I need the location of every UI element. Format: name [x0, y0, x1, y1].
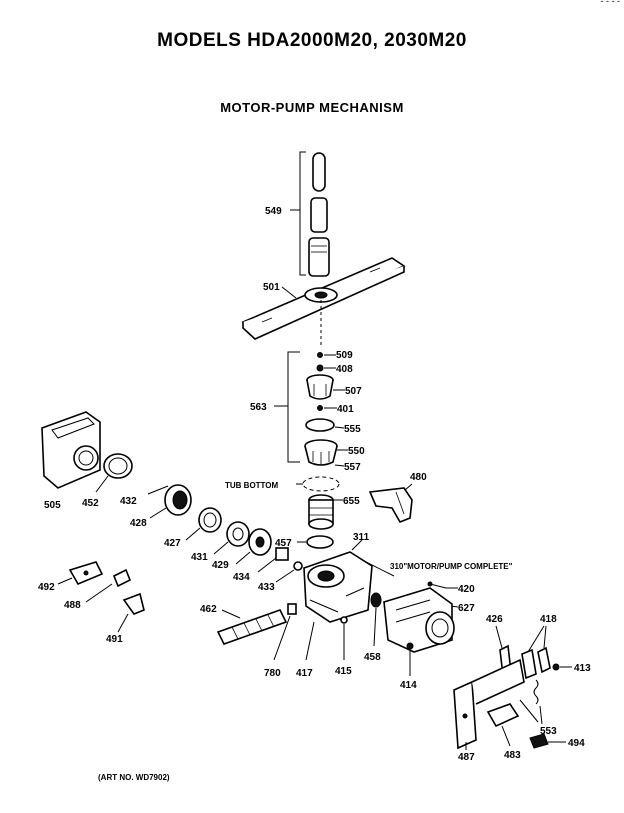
part-491-label: 491	[106, 634, 123, 645]
page-subtitle: MOTOR-PUMP MECHANISM	[220, 100, 404, 115]
part-428-label: 428	[130, 518, 147, 529]
part-505-label: 505	[44, 500, 61, 511]
part-507-label: 507	[345, 386, 362, 397]
part-429-label: 429	[212, 560, 229, 571]
part-434-label: 434	[233, 572, 250, 583]
corner-mark: - - - -	[600, 0, 621, 6]
art-number: (ART NO. WD7902)	[98, 773, 170, 782]
pump-housing-part	[304, 439, 338, 466]
part-550-label: 550	[348, 446, 365, 457]
chopper-part	[164, 484, 192, 516]
part-563-label: 563	[250, 402, 267, 413]
part-655-label: 655	[343, 496, 360, 507]
part-487-label: 487	[458, 752, 475, 763]
part-509-label: 509	[336, 350, 353, 361]
part-415-label: 415	[335, 666, 352, 677]
spray-arm-part	[241, 257, 406, 340]
part-553-label: 553	[540, 726, 557, 737]
mounting-bracket-part	[453, 658, 525, 750]
part-480-label: 480	[410, 472, 427, 483]
hose-462-part	[216, 609, 288, 645]
part-549-label: 549	[265, 206, 282, 217]
part-501-label: 501	[263, 282, 280, 293]
part-555-label: 555	[344, 424, 361, 435]
part-492-label: 492	[38, 582, 55, 593]
part-420-label: 420	[458, 584, 475, 595]
part-780-label: 780	[264, 668, 281, 679]
drain-adapter-part	[368, 487, 413, 524]
part-494-label: 494	[568, 738, 585, 749]
part-426-label: 426	[486, 614, 503, 625]
part-311-label: 311	[353, 532, 370, 543]
part-483-label: 483	[504, 750, 521, 761]
part-488-label: 488	[64, 600, 81, 611]
part-432-label: 432	[120, 496, 137, 507]
part-433-label: 433	[258, 582, 275, 593]
part-413-label: 413	[574, 663, 591, 674]
part-401-label: 401	[337, 404, 354, 415]
part-452-label: 452	[82, 498, 99, 509]
part-431-label: 431	[191, 552, 208, 563]
spray-tower-part	[308, 152, 330, 277]
page-title: MODELS HDA2000M20, 2030M20	[157, 30, 467, 51]
pump-shaft-housing-part	[308, 494, 334, 530]
tub-bottom-label: TUB BOTTOM	[225, 481, 279, 490]
motor-part	[383, 587, 455, 653]
part-418-label: 418	[540, 614, 557, 625]
part-627-label: 627	[458, 603, 475, 614]
part-408-label: 408	[336, 364, 353, 375]
part-462-label: 462	[200, 604, 217, 615]
bracket-492-part	[68, 561, 104, 586]
part-414-label: 414	[400, 680, 417, 691]
part-417-label: 417	[296, 668, 313, 679]
motor-pump-complete-label: 310"MOTOR/PUMP COMPLETE"	[390, 562, 513, 571]
part-557-label: 557	[344, 462, 361, 473]
part-427-label: 427	[164, 538, 181, 549]
part-457-label: 457	[275, 538, 292, 549]
impeller-part	[306, 374, 334, 400]
filter-housing-part	[41, 411, 101, 489]
pump-body-part	[303, 551, 373, 623]
part-458-label: 458	[364, 652, 381, 663]
